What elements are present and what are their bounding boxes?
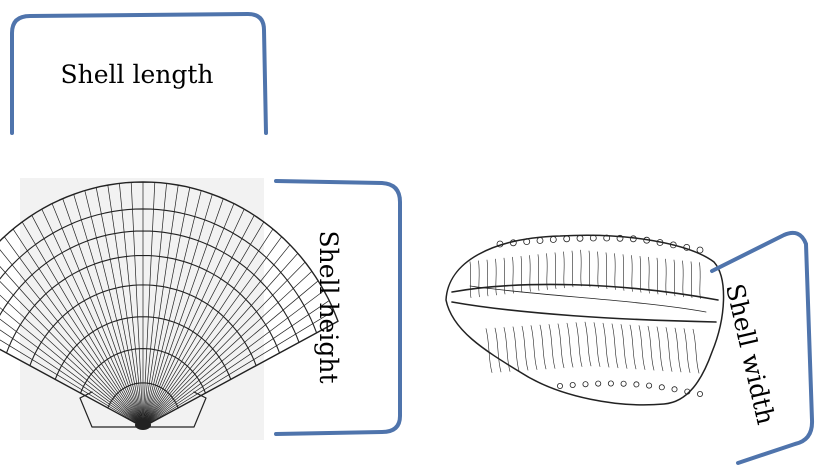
clam-rib-lower	[666, 327, 672, 371]
shell-height-label: Shell height	[314, 230, 343, 383]
clam-margin-bead	[672, 387, 677, 392]
clam-rib-lower	[522, 326, 528, 370]
clam-rib-upper	[691, 262, 692, 298]
clam-rib-upper	[530, 255, 531, 291]
clam-rib-upper	[487, 260, 488, 296]
clam-rib-lower	[693, 329, 699, 373]
clam-rib-upper	[513, 257, 514, 293]
shell-length-annotation: Shell length	[12, 14, 266, 133]
clam-margin-bead	[583, 382, 588, 387]
shell-length-label: Shell length	[60, 60, 213, 89]
clam-rib-lower	[675, 328, 681, 372]
clam-rib-lower	[576, 323, 582, 367]
shell-height-annotation: Shell height	[276, 181, 400, 434]
clam-margin-bead	[634, 382, 639, 387]
clam-rib-lower	[567, 323, 573, 367]
clam-margin-bead	[659, 385, 664, 390]
clam-margin-bead	[564, 236, 570, 242]
clam-rib-upper	[674, 260, 675, 296]
clam-rib-upper	[564, 252, 565, 288]
scallop-hinge	[135, 420, 151, 430]
clam-rib-lower	[594, 323, 600, 367]
clam-rib-upper	[623, 255, 624, 291]
clam-margin-bead	[557, 383, 562, 388]
clam-rib-upper	[632, 255, 633, 291]
clam-illustration	[446, 235, 724, 405]
clam-margin-bead	[621, 381, 626, 386]
clam-rib-upper	[700, 263, 701, 299]
clam-rib-lower	[549, 324, 555, 368]
clam-rib-upper	[606, 253, 607, 289]
clam-margin-bead	[697, 247, 703, 253]
clam-rib-upper	[504, 258, 505, 294]
clam-margin-bead	[577, 235, 583, 241]
shell-width-annotation: Shell width	[712, 233, 812, 463]
clam-margin-bead	[570, 382, 575, 387]
clam-rib-upper	[589, 251, 590, 287]
clam-rib-lower	[648, 326, 654, 370]
clam-ridge-mid	[470, 286, 706, 312]
clam-rib-upper	[521, 256, 522, 292]
clam-rib-lower	[513, 327, 519, 371]
clam-margin-bead	[647, 383, 652, 388]
shell-width-label: Shell width	[720, 281, 781, 427]
clam-rib-upper	[615, 254, 616, 290]
clam-rib-upper	[649, 257, 650, 293]
clam-rib-upper	[640, 256, 641, 292]
clam-rib-lower	[585, 322, 591, 366]
clam-rib-lower	[531, 326, 537, 370]
scallop-illustration	[0, 178, 338, 440]
clam-rib-upper	[470, 262, 471, 298]
clam-rib-lower	[540, 325, 546, 369]
clam-rib-lower	[603, 323, 609, 367]
clam-rib-upper	[683, 261, 684, 297]
clam-rib-upper	[581, 250, 582, 286]
clam-rib-lower	[612, 324, 618, 368]
clam-margin-bead	[596, 381, 601, 386]
clam-rib-lower	[558, 324, 564, 368]
clam-rib-lower	[684, 329, 690, 373]
clam-margin-bead	[510, 240, 516, 246]
clam-rib-lower	[639, 326, 645, 370]
clam-outline	[446, 235, 724, 405]
clam-rib-upper	[666, 259, 667, 295]
clam-margin-bead	[537, 238, 543, 244]
clam-rib-upper	[479, 261, 480, 297]
clam-rib-lower	[657, 327, 663, 371]
clam-margin-bead	[697, 391, 702, 396]
clam-rib-upper	[657, 258, 658, 294]
clam-rib-upper	[555, 253, 556, 289]
clam-margin-bead	[608, 381, 613, 386]
clam-shell	[446, 235, 724, 405]
clam-margin-bead	[550, 237, 556, 243]
clam-rib-lower	[630, 325, 636, 369]
clam-rib-lower	[621, 324, 627, 368]
clam-rib-upper	[572, 251, 573, 287]
clam-rib-upper	[598, 252, 599, 288]
clam-rib-lower	[495, 328, 501, 372]
clam-ridge-lower	[452, 302, 716, 322]
